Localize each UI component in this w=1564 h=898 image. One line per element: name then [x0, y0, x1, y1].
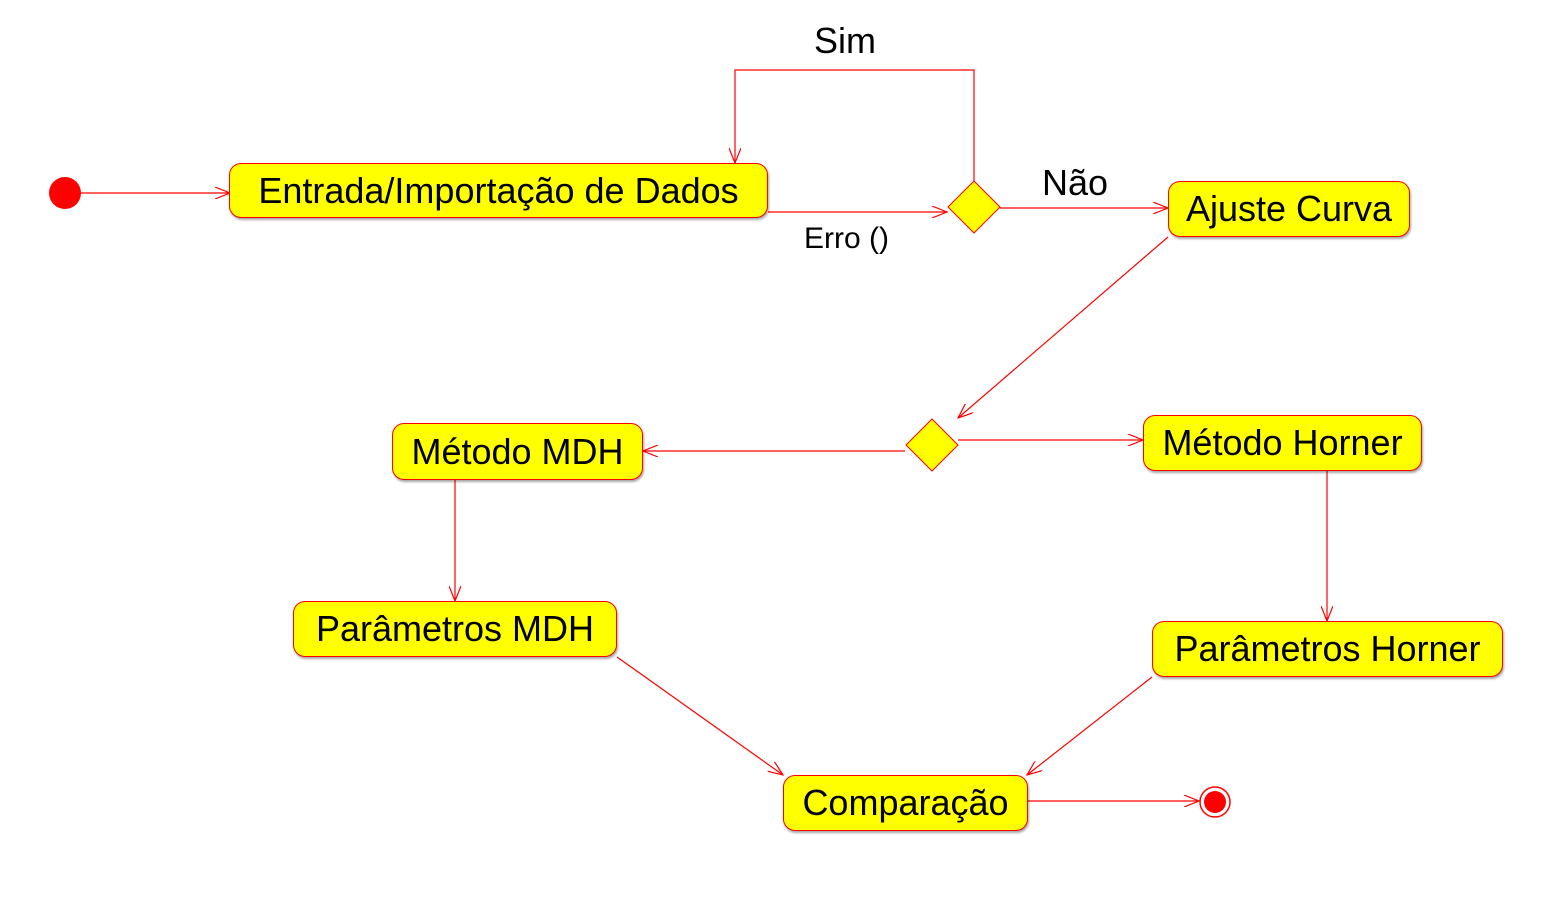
- node-entrada-importacao: Entrada/Importação de Dados: [229, 163, 768, 218]
- node-comparacao: Comparação: [783, 775, 1028, 831]
- decision-node-erro: [947, 180, 1001, 234]
- node-metodo-mdh: Método MDH: [392, 423, 643, 480]
- node-parametros-horner: Parâmetros Horner: [1152, 621, 1503, 677]
- decision-node-metodo: [905, 418, 959, 472]
- final-node-inner: [1204, 791, 1226, 813]
- node-parametros-mdh: Parâmetros MDH: [293, 601, 617, 657]
- initial-node: [49, 177, 81, 209]
- edge-parametros-horner-comparacao: [1027, 676, 1153, 775]
- label-erro: Erro (): [804, 222, 889, 255]
- edge-decision-sim-loop: [735, 69, 975, 181]
- node-ajuste-curva: Ajuste Curva: [1168, 181, 1410, 237]
- label-sim: Sim: [814, 20, 876, 61]
- edge-parametros-mdh-comparacao: [616, 656, 783, 775]
- node-metodo-horner: Método Horner: [1143, 415, 1422, 471]
- edge-ajuste-decision2: [958, 236, 1169, 418]
- label-nao: Não: [1042, 162, 1109, 203]
